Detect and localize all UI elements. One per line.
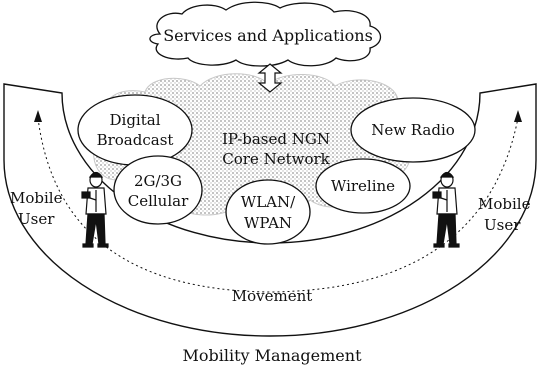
cellular-node xyxy=(113,155,203,225)
cellular-label-line2: Cellular xyxy=(128,192,189,210)
core-network-label-line1: IP-based NGN xyxy=(222,130,330,148)
digital-broadcast-label-line2: Broadcast xyxy=(97,131,174,149)
services-cloud xyxy=(149,1,382,67)
wlan-wpan-label-line2: WPAN xyxy=(244,214,292,232)
mobile-user-right-icon xyxy=(432,171,460,248)
bidirectional-arrow-icon xyxy=(257,63,283,93)
wlan-wpan-label-line1: WLAN/ xyxy=(241,193,296,211)
mobility-management-label: Mobility Management xyxy=(182,346,362,365)
mobile-user-left-icon xyxy=(81,171,109,248)
movement-arrow-left-icon xyxy=(34,110,42,122)
wireline-node xyxy=(315,158,411,214)
core-network-label-line2: Core Network xyxy=(222,150,330,168)
wireline-label: Wireline xyxy=(331,177,395,195)
mobile-user-left-label-line1: Mobile xyxy=(10,189,63,207)
digital-broadcast-label-line1: Digital xyxy=(110,111,161,129)
services-cloud-label: Services and Applications xyxy=(163,26,373,45)
mobile-user-right-label-line2: User xyxy=(484,216,521,234)
movement-arrow-right-icon xyxy=(514,110,522,122)
movement-label: Movement xyxy=(232,287,313,305)
digital-broadcast-node xyxy=(77,94,193,166)
new-radio-label: New Radio xyxy=(371,121,455,139)
mobile-user-right-label-line1: Mobile xyxy=(478,195,531,213)
cellular-label-line1: 2G/3G xyxy=(134,172,182,190)
wlan-wpan-node xyxy=(225,179,311,245)
mobility-management-band xyxy=(3,83,537,337)
new-radio-node xyxy=(350,97,476,163)
mobile-user-left-label-line2: User xyxy=(18,210,55,228)
